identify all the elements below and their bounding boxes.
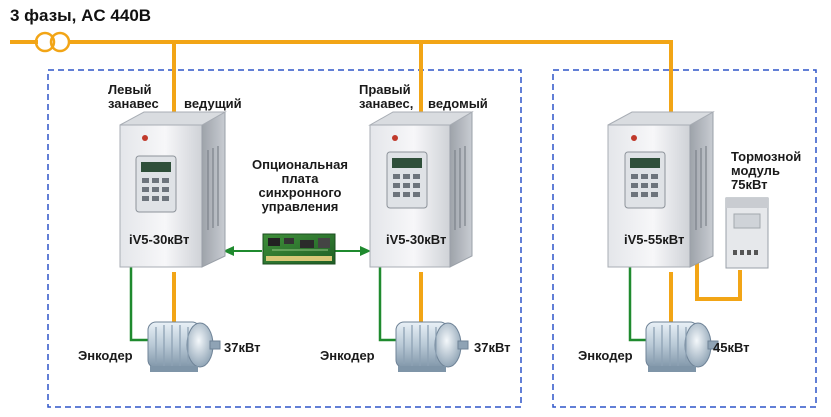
sync-board-line: управления: [261, 199, 339, 214]
right-encoder-label: Энкодер: [320, 348, 375, 363]
brake-module-icon: [725, 197, 769, 269]
brake-module-line: Тормозной: [731, 149, 802, 164]
left-curtain-role: ведущий: [184, 96, 242, 111]
sync-board-icon: [262, 233, 336, 265]
right-drive-model: iV5-30кВт: [386, 232, 447, 247]
sync-board-line: синхронного: [258, 185, 342, 200]
sync-board-line: Опциональная: [252, 157, 348, 172]
right-system-frame: [552, 69, 817, 408]
motor-right-icon: [395, 321, 469, 372]
right-curtain-role: ведомый: [428, 96, 488, 111]
inverter-third-icon: [607, 111, 715, 268]
sync-board-label: Опциональная плата синхронного управлени…: [245, 158, 355, 214]
right-curtain-label-line2: занавес,: [359, 96, 414, 111]
motor-power-lines: [172, 272, 673, 322]
right-motor-power: 37кВт: [474, 340, 511, 355]
encoder-lines: [129, 264, 648, 342]
third-encoder-label: Энкодер: [578, 348, 633, 363]
left-drive-model: iV5-30кВт: [129, 232, 190, 247]
brake-module-line: 75кВт: [731, 177, 768, 192]
left-motor-power: 37кВт: [224, 340, 261, 355]
motor-third-icon: [645, 321, 719, 372]
power-bus: [10, 40, 673, 114]
inverter-left-icon: [119, 111, 227, 268]
motor-left-icon: [147, 321, 221, 372]
brake-module-line: модуль: [731, 163, 780, 178]
left-system-frame: [47, 69, 522, 408]
sync-arrow: [223, 246, 371, 256]
left-curtain-label-line2: занавес: [108, 96, 159, 111]
brake-module-label: Тормозной модуль 75кВт: [731, 150, 801, 192]
brake-connection-line: [695, 262, 742, 301]
inverter-right-icon: [368, 111, 474, 268]
third-drive-model: iV5-55кВт: [624, 232, 685, 247]
third-motor-power: 45кВт: [713, 340, 750, 355]
left-encoder-label: Энкодер: [78, 348, 133, 363]
right-curtain-label-line1: Правый: [359, 82, 411, 97]
sync-board-line: плата: [281, 171, 319, 186]
left-curtain-label-line1: Левый: [108, 82, 152, 97]
breaker-icon: [34, 31, 71, 53]
page-title: 3 фазы, AC 440B: [10, 6, 152, 25]
